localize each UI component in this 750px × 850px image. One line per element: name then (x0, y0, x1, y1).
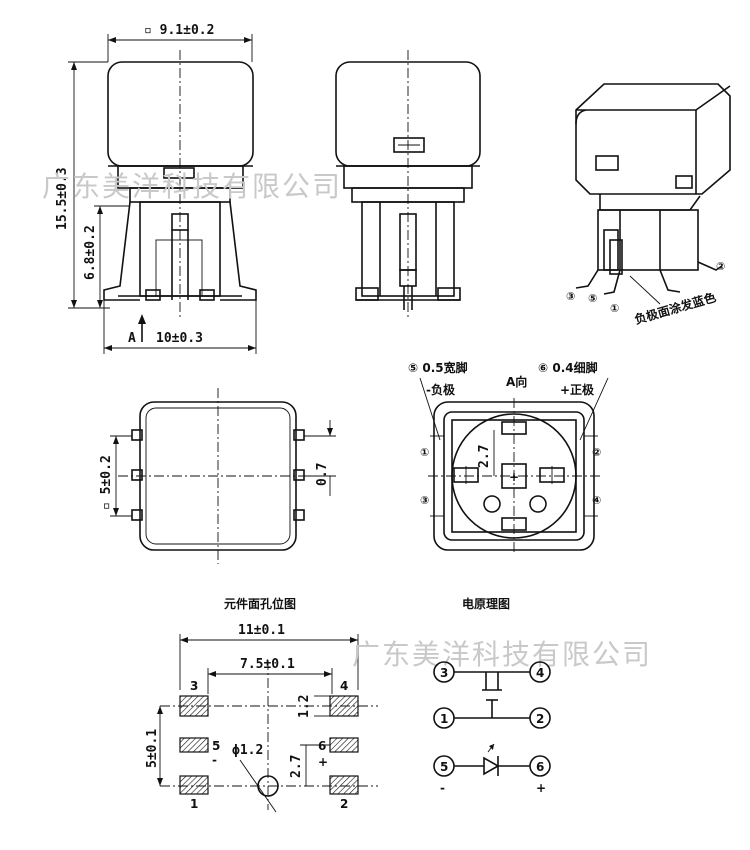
base-width-label: 10±0.3 (156, 331, 203, 346)
vertical-pitch-label: 5±0.1 (145, 729, 160, 768)
bottom-pin-1: ① (420, 446, 429, 459)
left-pin-note: ⑤ 0.5宽脚 (408, 360, 468, 375)
top-width-label: ▫ 9.1±0.2 (144, 23, 214, 38)
top-pitch-label: ▫ 5±0.2 (99, 455, 114, 510)
schematic: 电原理图 3 4 1 2 5 6 - + (433, 596, 551, 795)
iso-pin-2: ② (716, 260, 725, 273)
footprint-title: 元件面孔位图 (224, 596, 296, 611)
footprint-overall-label: 11±0.1 (238, 623, 285, 638)
node-5: 5 (440, 760, 448, 774)
hole-label: ϕ1.2 (232, 743, 263, 758)
bottom-dim-label: 2.7 (477, 445, 492, 468)
pad-label-3: 3 (190, 679, 198, 693)
left-pin-polarity: -负极 (426, 382, 456, 397)
node-1: 1 (440, 712, 448, 726)
iso-view: ③ ⑤ ① ② 负极面涂发蓝色 (566, 83, 731, 327)
right-pin-note: ⑥ 0.4细脚 (538, 360, 598, 375)
view-marker-a: A (128, 331, 136, 346)
iso-pin-1: ① (610, 302, 619, 315)
direction-label: A向 (506, 374, 527, 389)
bottom-pin-2: ② (592, 446, 601, 459)
iso-pin-3: ③ (566, 290, 575, 303)
right-pin-polarity: +正极 (560, 382, 595, 397)
pad-minus: - (212, 753, 217, 767)
node-6: 6 (536, 760, 544, 774)
body-height-label: 6.8±0.2 (83, 225, 98, 280)
front-view: ▫ 9.1±0.2 15.5±0.3 6.8±0.2 (55, 23, 257, 354)
node-4: 4 (536, 666, 544, 680)
footprint-inner-label: 7.5±0.1 (240, 657, 295, 672)
pad-label-1: 1 (190, 797, 198, 811)
node-2: 2 (536, 712, 544, 726)
footprint: 元件面孔位图 11±0.1 7.5±0.1 3 4 5 6 1 2 - + (145, 596, 378, 813)
bottom-view: ⑤ 0.5宽脚 -负极 A向 ⑥ 0.4细脚 +正极 + 2.7 ① ② ③ (408, 360, 609, 554)
pad-label-6: 6 (318, 739, 326, 753)
iso-pin-5: ⑤ (588, 292, 597, 305)
node-3: 3 (440, 666, 448, 680)
schematic-title: 电原理图 (462, 596, 510, 611)
top-offset-label: 0.7 (315, 463, 330, 486)
iso-note: 负极面涂发蓝色 (633, 289, 718, 327)
schematic-minus: - (440, 781, 445, 795)
pad-label-2: 2 (340, 797, 348, 811)
watermark-top: 广东美洋科技有限公司 (42, 170, 342, 203)
total-height-label: 15.5±0.3 (55, 167, 70, 230)
led-pitch-label: 2.7 (289, 755, 304, 778)
pad-height-label: 1.2 (297, 695, 312, 718)
bottom-pin-4: ④ (592, 494, 601, 507)
watermark-bottom: 广东美洋科技有限公司 (352, 638, 652, 671)
pad-label-4: 4 (340, 679, 348, 693)
pad-label-5: 5 (212, 739, 220, 753)
bottom-pin-3: ③ (420, 494, 429, 507)
side-view (335, 50, 481, 318)
schematic-plus: + (536, 781, 546, 795)
pad-plus: + (318, 755, 328, 769)
top-view: ▫ 5±0.2 0.7 (99, 388, 336, 564)
